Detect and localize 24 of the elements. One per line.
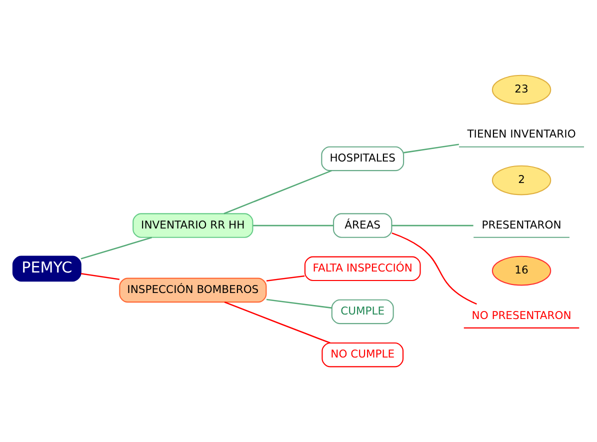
connector bbox=[404, 144, 460, 154]
node-text: PRESENTARON bbox=[482, 218, 562, 232]
connector bbox=[392, 232, 477, 305]
node-box: FALTA INSPECCIÓN bbox=[304, 256, 421, 282]
node-box: INVENTARIO RR HH bbox=[132, 213, 254, 238]
node-box: ÁREAS bbox=[332, 213, 392, 238]
connector bbox=[392, 224, 474, 226]
connector bbox=[224, 170, 332, 214]
connector bbox=[80, 272, 120, 280]
node-box: PEMYC bbox=[12, 256, 82, 282]
node-ellipse: 16 bbox=[492, 256, 552, 286]
connector bbox=[266, 298, 332, 309]
connector bbox=[253, 224, 334, 226]
node-ellipse: 23 bbox=[492, 74, 552, 105]
node-box: INSPECCIÓN BOMBEROS bbox=[119, 278, 267, 303]
connector bbox=[224, 302, 330, 344]
connector bbox=[266, 275, 305, 282]
node-box: NO CUMPLE bbox=[322, 342, 404, 368]
node-text: NO PRESENTARON bbox=[472, 308, 572, 322]
node-text: TIENEN INVENTARIO bbox=[467, 128, 576, 141]
node-box: HOSPITALES bbox=[321, 146, 404, 172]
connector bbox=[80, 236, 152, 260]
node-box: CUMPLE bbox=[331, 299, 394, 324]
node-ellipse: 2 bbox=[492, 165, 552, 196]
